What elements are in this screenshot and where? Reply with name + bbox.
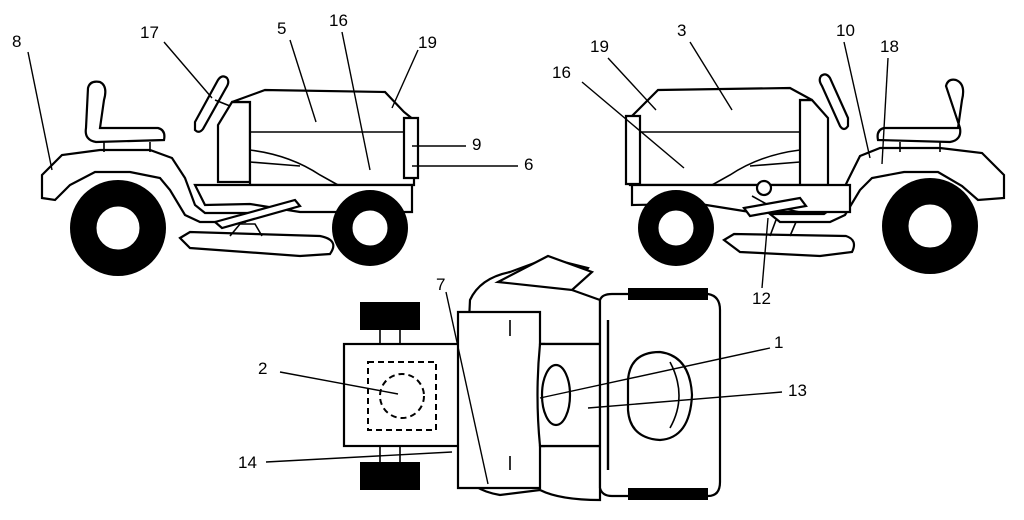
left-view-grille: [402, 116, 420, 180]
top-view-seat: [626, 350, 694, 442]
leader-1: [539, 347, 771, 399]
right-view-steering-wheel: [818, 73, 850, 131]
leader-5: [289, 39, 317, 123]
leader-lines: [27, 31, 889, 485]
right-view-mower-deck: [722, 232, 856, 258]
leader-19a: [391, 49, 419, 109]
leader-19b: [607, 57, 657, 111]
left-view-steering-wheel: [193, 75, 230, 133]
callout-2: 2: [258, 359, 267, 378]
leader-13: [587, 391, 783, 409]
leader-16a: [341, 31, 371, 171]
left-view-mower-deck: [178, 230, 335, 258]
callout-18: 18: [880, 37, 899, 56]
right-view-lever-knob: [755, 179, 773, 197]
callout-16-left: 16: [329, 11, 348, 30]
leader-2: [279, 371, 399, 395]
top-view-discharge-chute: [494, 254, 595, 292]
right-view-hood: [628, 86, 813, 187]
tractor-right-side-view: [624, 73, 1006, 274]
callout-7: 7: [436, 275, 445, 294]
callout-19-left: 19: [418, 33, 437, 52]
callout-19-right: 19: [590, 37, 609, 56]
tractor-left-side-view: [40, 75, 420, 276]
leader-8: [27, 51, 53, 171]
top-view-rear-left-wheel: [628, 288, 708, 300]
left-view-dashboard: [216, 100, 252, 184]
top-view-front-left-wheel: [360, 302, 420, 330]
top-view-front-right-wheel: [360, 462, 420, 490]
callout-16-right: 16: [552, 63, 571, 82]
leader-16b: [581, 81, 685, 169]
top-view-hood-decal-outline: [367, 361, 437, 431]
right-view-rear-fender: [766, 146, 1006, 224]
callout-9: 9: [472, 135, 481, 154]
callout-17: 17: [140, 23, 159, 42]
leader-3: [689, 41, 733, 111]
callout-5: 5: [277, 19, 286, 38]
top-view-rear-right-wheel: [628, 488, 708, 500]
leader-10: [843, 41, 871, 159]
top-view-hood-decal-circle: [379, 373, 425, 419]
callout-1: 1: [774, 333, 783, 352]
leader-7: [445, 291, 489, 485]
right-view-grille: [624, 114, 642, 186]
leader-17: [163, 41, 213, 99]
callout-3: 3: [677, 21, 686, 40]
callout-13: 13: [788, 381, 807, 400]
callout-8: 8: [12, 32, 21, 51]
callout-12: 12: [752, 289, 771, 308]
left-view-hood: [231, 88, 416, 187]
callout-labels: 8 17 5 16 19 9 6 19 16 3 10 18 12 2 7 1 …: [12, 11, 899, 472]
leader-14: [265, 451, 453, 463]
tractor-top-view: [342, 254, 722, 502]
leader-18: [881, 57, 889, 165]
right-view-seat: [876, 78, 965, 144]
callout-10: 10: [836, 21, 855, 40]
leader-12: [761, 217, 769, 289]
left-view-seat: [84, 80, 166, 144]
callout-14: 14: [238, 453, 257, 472]
callout-6: 6: [524, 155, 533, 174]
